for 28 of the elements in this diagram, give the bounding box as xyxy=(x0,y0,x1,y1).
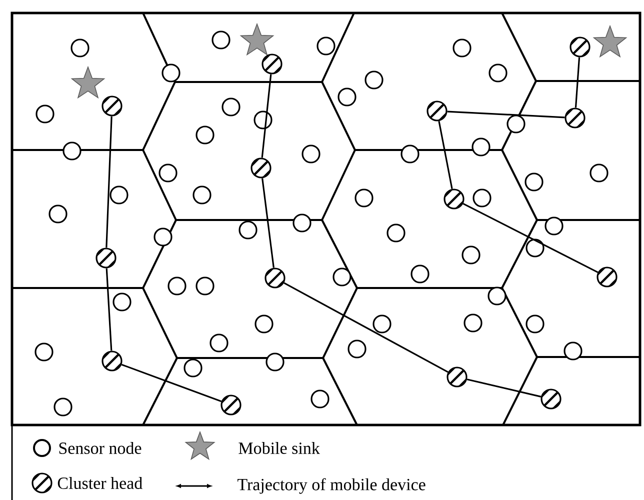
legend-text: Trajectory of mobile device xyxy=(238,478,426,494)
legend-text: Sensor node xyxy=(59,442,142,454)
trajectory-line xyxy=(284,282,448,373)
cluster-head-icon xyxy=(96,248,116,268)
cluster-head-icon xyxy=(570,36,590,58)
cluster-head-icon xyxy=(540,388,562,410)
trajectory-line xyxy=(447,110,565,118)
trajectory-line xyxy=(261,74,272,158)
legend-text: Mobile sink xyxy=(238,442,320,454)
cluster-head-icon xyxy=(596,266,618,288)
cluster-head-icon xyxy=(264,268,286,288)
trajectory-line xyxy=(121,364,222,402)
trajectory-line xyxy=(438,120,453,190)
trajectory-line xyxy=(462,202,598,274)
trajectory-line xyxy=(106,268,112,351)
cluster-head-icon xyxy=(220,394,242,416)
legend-text: Cluster head xyxy=(58,477,142,489)
cluster-head-icon xyxy=(262,54,282,74)
cluster-head-icon xyxy=(250,158,272,178)
trajectory-line xyxy=(466,378,542,398)
cluster-head-icon xyxy=(564,108,586,128)
trajectory-line xyxy=(106,116,112,248)
cluster-head-icon xyxy=(426,100,448,122)
cluster-head-icon xyxy=(444,188,464,210)
cluster-head-icon xyxy=(102,350,122,372)
cluster-head-icon xyxy=(446,366,468,388)
cluster-head-icon xyxy=(102,96,122,116)
trajectory-line xyxy=(262,178,274,268)
